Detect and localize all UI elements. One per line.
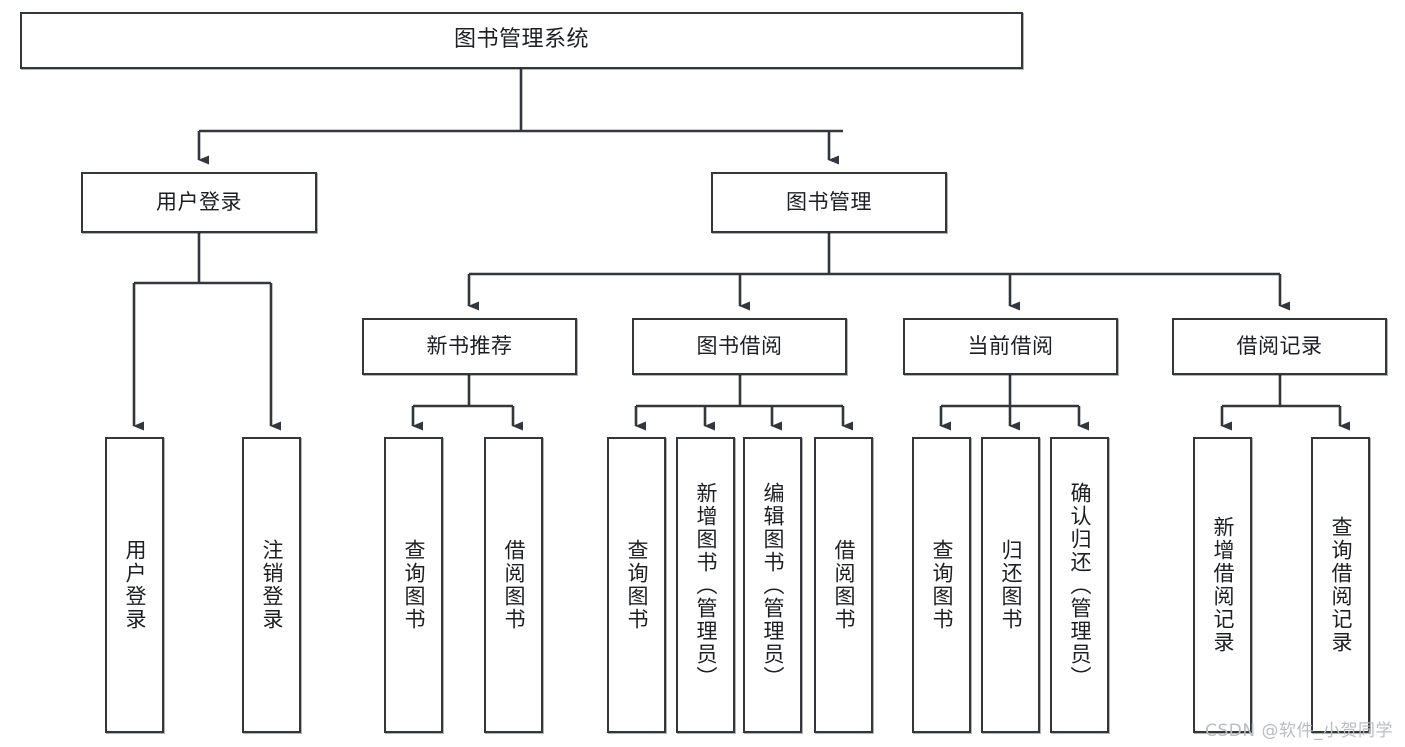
node-new-book-recommend-label: 新书推荐 bbox=[426, 333, 513, 358]
node-root-label: 图书管理系统 bbox=[453, 27, 589, 53]
node-book-manage-label: 图书管理 bbox=[786, 189, 872, 214]
node-leaf-user-login-label: 用户登录 bbox=[122, 539, 147, 631]
node-current-borrow-label: 当前借阅 bbox=[967, 333, 1054, 358]
node-borrow-record-label: 借阅记录 bbox=[1236, 333, 1323, 358]
node-leaf-current-return-book[interactable]: 归还图书 bbox=[981, 437, 1040, 733]
node-leaf-record-query-label: 查询借阅记录 bbox=[1328, 516, 1353, 654]
node-leaf-record-add[interactable]: 新增借阅记录 bbox=[1193, 437, 1252, 733]
node-book-manage[interactable]: 图书管理 bbox=[711, 172, 947, 233]
node-book-borrow[interactable]: 图书借阅 bbox=[632, 318, 847, 375]
node-root[interactable]: 图书管理系统 bbox=[20, 12, 1023, 69]
node-book-borrow-label: 图书借阅 bbox=[696, 333, 783, 358]
node-leaf-borrow-add-book-label: 新增图书（管理员） bbox=[693, 481, 718, 689]
node-leaf-logout-label: 注销登录 bbox=[259, 539, 284, 631]
node-leaf-current-query-book[interactable]: 查询图书 bbox=[912, 437, 971, 733]
node-leaf-borrow-query-book-label: 查询图书 bbox=[624, 539, 649, 631]
node-leaf-logout[interactable]: 注销登录 bbox=[242, 437, 301, 733]
node-leaf-borrow-add-book[interactable]: 新增图书（管理员） bbox=[676, 437, 735, 733]
node-leaf-borrow-edit-book-label: 编辑图书（管理员） bbox=[760, 481, 785, 689]
node-current-borrow[interactable]: 当前借阅 bbox=[903, 318, 1118, 375]
node-leaf-current-confirm-return-label: 确认归还（管理员） bbox=[1067, 481, 1092, 689]
node-leaf-current-query-book-label: 查询图书 bbox=[929, 539, 954, 631]
node-leaf-borrow-query-book[interactable]: 查询图书 bbox=[607, 437, 666, 733]
node-borrow-record[interactable]: 借阅记录 bbox=[1172, 318, 1387, 375]
node-leaf-user-login[interactable]: 用户登录 bbox=[105, 437, 164, 733]
node-leaf-recommend-borrow-book-label: 借阅图书 bbox=[501, 539, 526, 631]
node-new-book-recommend[interactable]: 新书推荐 bbox=[362, 318, 577, 375]
node-leaf-record-add-label: 新增借阅记录 bbox=[1210, 516, 1235, 654]
node-leaf-record-query[interactable]: 查询借阅记录 bbox=[1311, 437, 1370, 733]
node-user-login[interactable]: 用户登录 bbox=[81, 172, 317, 233]
node-leaf-borrow-borrow-book-label: 借阅图书 bbox=[831, 539, 856, 631]
node-leaf-current-confirm-return[interactable]: 确认归还（管理员） bbox=[1050, 437, 1109, 733]
node-leaf-current-return-book-label: 归还图书 bbox=[998, 539, 1023, 631]
node-leaf-recommend-query-book[interactable]: 查询图书 bbox=[384, 437, 443, 733]
node-leaf-recommend-borrow-book[interactable]: 借阅图书 bbox=[484, 437, 543, 733]
node-leaf-borrow-edit-book[interactable]: 编辑图书（管理员） bbox=[743, 437, 802, 733]
node-user-login-label: 用户登录 bbox=[156, 189, 242, 214]
node-leaf-recommend-query-book-label: 查询图书 bbox=[401, 539, 426, 631]
node-leaf-borrow-borrow-book[interactable]: 借阅图书 bbox=[814, 437, 873, 733]
